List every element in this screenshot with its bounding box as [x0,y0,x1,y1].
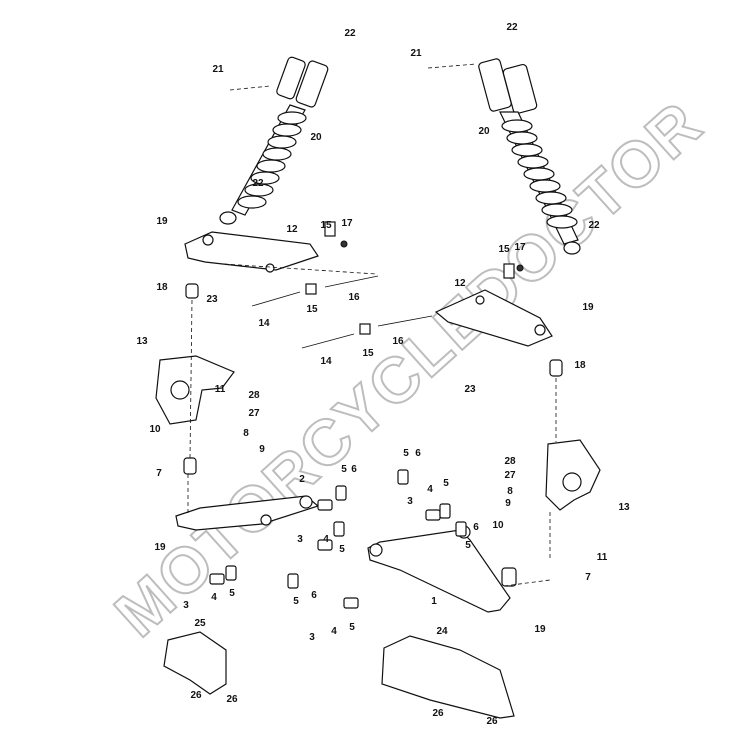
left-shock-absorber [219,56,329,225]
callout-label-part-22: 22 [588,220,600,231]
callout-label-part-3: 3 [183,600,189,611]
callout-label-part-18: 18 [156,282,168,293]
callout-label-part-15: 15 [306,304,318,315]
callout-label-part-26: 26 [226,694,238,705]
callout-label-part-19: 19 [156,216,168,227]
right-upper-a-arm [434,289,553,347]
right-coil-spring [501,119,578,229]
callout-label-part-26: 26 [190,690,202,701]
callout-label-part-4: 4 [427,484,433,495]
callout-label-part-9: 9 [505,498,511,509]
callout-label-part-18: 18 [574,360,586,371]
ball-joints [183,283,563,587]
callout-label-part-12: 12 [286,224,298,235]
right-steering-knuckle [545,439,601,511]
callout-label-part-6: 6 [311,590,317,601]
callout-label-part-13: 13 [618,502,630,513]
callout-label-part-26: 26 [432,708,444,719]
callout-label-part-16: 16 [348,292,360,303]
callout-label-part-27: 27 [504,470,516,481]
callout-label-part-26: 26 [486,716,498,727]
callout-label-part-2: 2 [299,474,305,485]
callout-label-part-21: 21 [212,64,224,75]
right-lower-a-arm [367,525,511,613]
callout-label-part-21: 21 [410,48,422,59]
callout-label-part-15: 15 [362,348,374,359]
left-lower-a-arm [175,495,320,531]
callout-label-part-7: 7 [585,572,591,583]
callout-label-part-3: 3 [297,534,303,545]
callout-label-part-5: 5 [349,622,355,633]
callout-label-part-3: 3 [407,496,413,507]
callout-label-part-8: 8 [243,428,249,439]
upper-pivot-shafts [251,221,524,349]
right-shock-absorber [478,58,581,255]
callout-label-part-11: 11 [215,384,226,395]
callout-label-part-3: 3 [309,632,315,643]
callout-label-part-6: 6 [473,522,479,533]
callout-label-part-20: 20 [478,126,490,137]
left-upper-a-arm [184,231,319,273]
callout-label-part-28: 28 [504,456,516,467]
callout-label-part-9: 9 [259,444,265,455]
callout-label-part-1: 1 [431,596,437,607]
callout-label-part-8: 8 [507,486,513,497]
left-steering-knuckle [155,355,235,425]
callout-label-part-19: 19 [534,624,546,635]
callout-label-part-14: 14 [258,318,270,329]
bushings-and-spacers [209,469,467,609]
callout-label-part-19: 19 [582,302,594,313]
callout-label-part-11: 11 [597,552,608,563]
left-coil-spring [237,111,307,209]
callout-label-part-7: 7 [156,468,162,479]
callout-label-part-15: 15 [320,220,332,231]
callout-label-part-5: 5 [293,596,299,607]
right-skid-guard [381,635,515,719]
callout-label-part-28: 28 [248,390,260,401]
callout-label-part-10: 10 [492,520,504,531]
callout-label-part-6: 6 [351,464,357,475]
callout-label-part-17: 17 [514,242,526,253]
callout-label-part-5: 5 [341,464,347,475]
callout-label-part-10: 10 [149,424,161,435]
callout-label-part-13: 13 [136,336,148,347]
callout-label-part-22: 22 [344,28,356,39]
callout-label-part-5: 5 [229,588,235,599]
callout-label-part-15: 15 [498,244,510,255]
callout-label-part-22: 22 [252,178,264,189]
callout-label-part-14: 14 [320,356,332,367]
callout-label-part-5: 5 [403,448,409,459]
callout-label-part-23: 23 [206,294,218,305]
callout-label-part-27: 27 [248,408,260,419]
callout-label-part-4: 4 [211,592,217,603]
callout-label-part-25: 25 [194,618,206,629]
callout-label-part-17: 17 [341,218,353,229]
callout-label-part-5: 5 [443,478,449,489]
callout-label-part-12: 12 [454,278,466,289]
callout-label-part-4: 4 [323,534,329,545]
callout-label-part-22: 22 [506,22,518,33]
left-skid-guard [163,631,227,695]
callout-label-part-20: 20 [310,132,322,143]
callout-label-part-16: 16 [392,336,404,347]
callout-label-part-4: 4 [331,626,337,637]
callout-label-part-5: 5 [339,544,345,555]
alignment-lines [187,63,557,587]
callout-label-part-6: 6 [415,448,421,459]
callout-label-part-5: 5 [465,540,471,551]
callout-label-part-19: 19 [154,542,166,553]
callout-label-part-24: 24 [436,626,448,637]
callout-label-part-23: 23 [464,384,476,395]
